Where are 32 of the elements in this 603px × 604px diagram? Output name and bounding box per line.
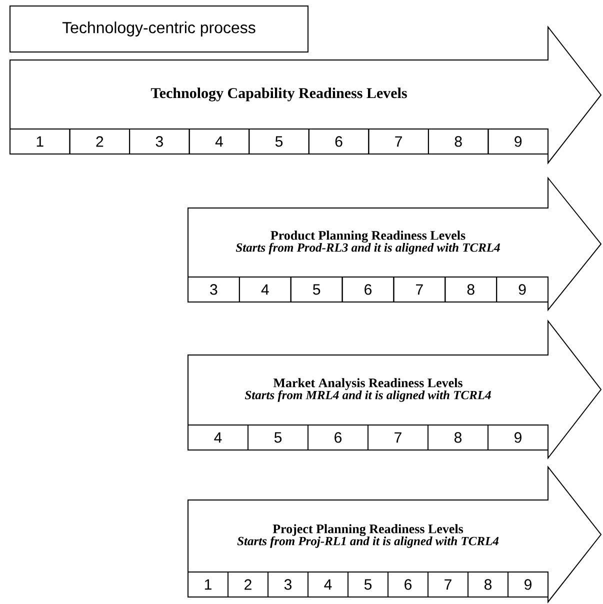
level-cell: 8 <box>428 424 488 450</box>
level-cell: 4 <box>238 276 292 302</box>
level-cell: 4 <box>308 572 348 598</box>
level-cell: 6 <box>308 424 368 450</box>
level-cell: 7 <box>368 128 429 154</box>
level-cell: 9 <box>488 128 548 154</box>
level-cell: 3 <box>268 572 308 598</box>
level-cell: 6 <box>308 128 370 154</box>
level-cell: 5 <box>290 276 343 302</box>
level-cell: 7 <box>368 424 428 450</box>
level-cell: 4 <box>188 424 248 450</box>
level-cell: 2 <box>228 572 268 598</box>
level-cell: 3 <box>188 276 240 302</box>
level-cell: 9 <box>488 424 548 450</box>
level-cell: 6 <box>388 572 428 598</box>
level-cell: 3 <box>129 128 190 154</box>
level-cell: 7 <box>393 276 446 302</box>
level-cell: 7 <box>428 572 468 598</box>
level-cell: 8 <box>444 276 498 302</box>
level-cell: 5 <box>248 424 308 450</box>
level-cell: 9 <box>496 276 548 302</box>
level-cell: 2 <box>69 128 130 154</box>
level-cell: 8 <box>468 572 508 598</box>
title-box: Technology-centric process <box>10 6 308 52</box>
level-cell: 9 <box>508 572 548 598</box>
level-cell: 1 <box>10 128 70 154</box>
level-cell: 6 <box>342 276 394 302</box>
level-cell: 8 <box>428 128 489 154</box>
level-cell: 4 <box>188 128 250 154</box>
level-cell: 5 <box>348 572 388 598</box>
level-cell: 1 <box>188 572 228 598</box>
level-cell: 5 <box>248 128 310 154</box>
